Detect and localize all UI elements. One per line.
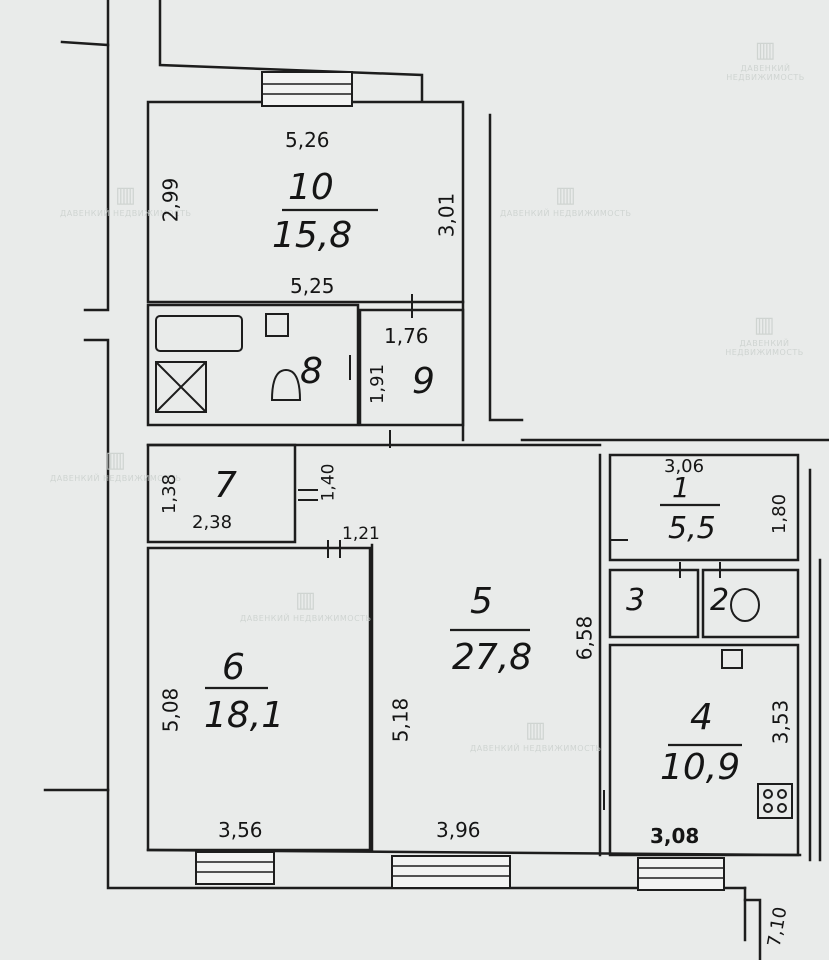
watermark-logo: ▥ДАВЕНКИЙ НЕДВИЖИМОСТЬ [50,448,182,484]
room-number-3: 3 [626,583,646,618]
outer-wall-left-2 [43,338,110,792]
dim-r10-right: 3,01 [434,192,459,238]
watermark-logo: ▥ДАВЕНКИЙ НЕДВИЖИМОСТЬ [702,38,829,83]
dim-door-a: 1,40 [318,463,339,502]
dim-r1-side: 1,80 [769,493,791,535]
building-logo-icon: ▥ [105,448,127,473]
room-3-outline [608,568,700,639]
outer-wall-top [60,0,110,47]
watermark-logo: ▥ДАВЕНКИЙ НЕДВИЖИМОСТЬ [60,183,192,219]
window-bottom-3-glass [638,867,724,879]
bathtub [155,315,243,352]
burner-2 [777,789,787,799]
window-bottom-2-glass [392,865,510,877]
dim-r5-right: 6,58 [572,615,597,661]
shower-tray [155,361,207,413]
dim-r7-side: 1,38 [159,473,181,515]
dim-r5-bottom: 3,96 [436,818,481,842]
stove [757,783,793,819]
dim-r9-side: 1,91 [367,363,389,405]
room-number-4: 4 [690,697,713,738]
building-logo-icon: ▥ [525,718,547,743]
watermark-logo: ▥ДАВЕНКИЙ НЕДВИЖИМОСТЬ [240,588,372,624]
dim-r10-left: 2,99 [158,177,183,223]
dim-r4-side: 3,53 [768,699,793,745]
outer-wall-bottom [106,788,747,890]
dim-r5-side: 5,18 [388,697,413,743]
sink-4 [721,649,743,669]
sink-2 [730,588,760,622]
window-top-glass [262,83,352,95]
window-bottom-2 [391,855,511,889]
building-logo-icon: ▥ [295,588,317,613]
door-mark-7 [298,489,318,501]
dim-r10-bottom: 5,25 [290,274,335,298]
room-number-6: 6 [222,647,245,688]
burner-4 [777,803,787,813]
watermark-logo: ▥ДАВЕНКИЙ НЕДВИЖИМОСТЬ [470,718,602,754]
room-8-outline [146,303,360,427]
room-area-10: 15,8 [272,215,353,256]
building-logo-icon: ▥ [555,183,577,208]
room-number-10: 10 [288,167,334,208]
sink-8 [265,313,289,337]
outer-wall-left [83,43,110,312]
door-mark-8 [349,355,359,380]
room-number-2: 2 [710,583,730,618]
building-logo-icon: ▥ [754,38,777,63]
room-1-outline [608,453,800,562]
room-number-8: 8 [300,351,323,392]
dim-r10-top: 5,26 [285,128,330,152]
window-bottom-1 [195,851,275,885]
outer-wall-corner [743,898,762,960]
dim-r9-top: 1,76 [384,324,429,348]
building-logo-icon: ▥ [753,313,776,338]
room-number-7: 7 [214,465,237,506]
room-area-1: 5,5 [668,511,716,546]
room-number-5: 5 [470,581,493,622]
burner-3 [763,803,773,813]
room-area-6: 18,1 [204,695,285,736]
burner-1 [763,789,773,799]
dim-r7-bottom: 2,38 [192,512,233,533]
door-mark-6 [327,540,341,558]
window-top [261,71,353,107]
dim-r6-side: 5,08 [158,687,183,733]
window-bottom-1-glass [196,861,274,873]
watermark-logo: ▥ДАВЕНКИЙ НЕДВИЖИМОСТЬ [500,183,632,219]
toilet-8 [270,368,302,401]
room-2-outline [701,568,800,639]
room-number-1: 1 [672,471,690,504]
interior-wall-right-col [488,113,524,422]
dim-door-b: 1,21 [342,524,380,544]
room-area-5: 27,8 [452,637,533,678]
shower-tray-cross [155,361,207,413]
dim-r1-top: 3,06 [664,456,705,477]
bottom-interior-wall [146,848,802,857]
building-logo-icon: ▥ [115,183,137,208]
window-bottom-3 [637,857,725,891]
outer-wall-top-2 [158,0,424,102]
dim-r4-bottom: 3,08 [650,824,700,848]
room-area-4: 10,9 [660,747,741,788]
dim-r6-bottom: 3,56 [218,818,263,842]
room-number-9: 9 [412,361,435,402]
watermark-logo: ▥ДАВЕНКИЙ НЕДВИЖИМОСТЬ [700,313,829,358]
